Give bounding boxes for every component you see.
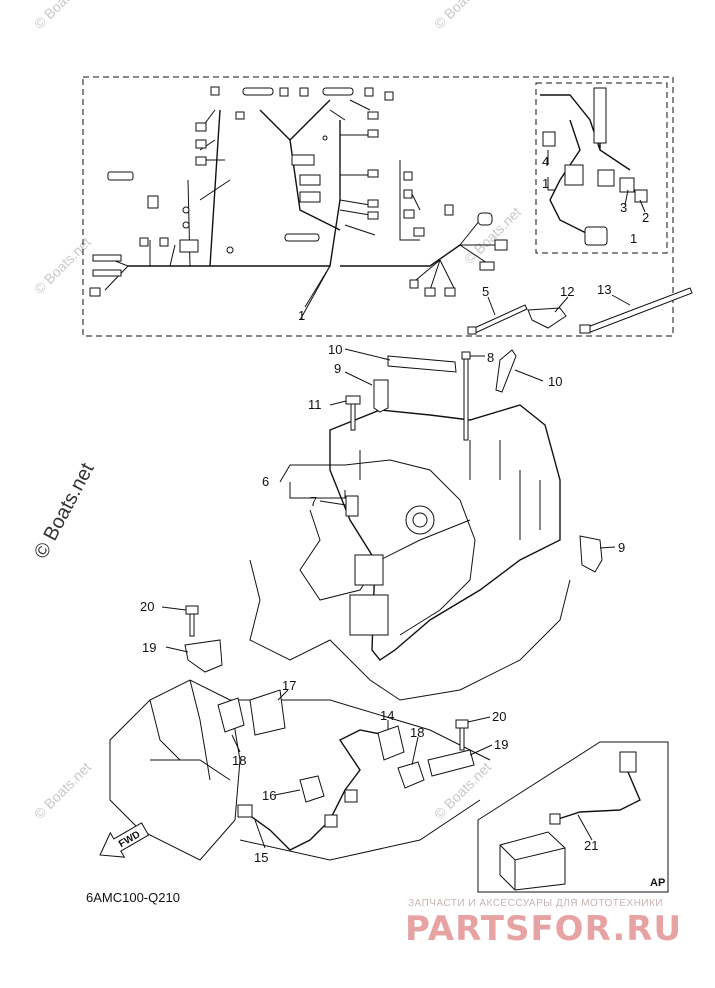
ap-inset-border (477, 741, 669, 893)
fwd-arrow: FWD (99, 822, 150, 858)
leader-lines (161, 150, 646, 849)
harness-connectors (89, 86, 508, 297)
callout-19-right: 19 (494, 737, 508, 752)
callouts: 1 4 1 3 2 1 5 12 13 10 8 9 10 11 6 7 9 2… (140, 154, 649, 865)
harness-box-border (82, 76, 674, 337)
ap-label: AP (650, 877, 665, 889)
holder-19-left (184, 639, 223, 673)
callout-20-left: 20 (140, 599, 154, 614)
callout-18-left: 18 (232, 753, 246, 768)
cover-10-right (495, 349, 517, 393)
spacer-7 (345, 495, 359, 517)
callout-12: 12 (560, 284, 574, 299)
watermark-top-right: © Boats.net (431, 0, 494, 32)
callout-4: 4 (542, 154, 549, 169)
rod-8 (463, 357, 469, 441)
store-tagline: ЗАПЧАСТИ И АКСЕССУАРЫ ДЛЯ МОТОТЕХНИКИ (408, 898, 663, 909)
callout-15: 15 (254, 850, 268, 865)
clamp-12 (527, 307, 567, 329)
battery-cable-21 (554, 771, 641, 821)
callout-20-right: 20 (492, 709, 506, 724)
bolt-11 (345, 395, 361, 431)
watermark-top-left: © Boats.net (31, 0, 94, 32)
grommet-18-right (397, 761, 425, 789)
callout-8: 8 (487, 350, 494, 365)
callout-21: 21 (584, 838, 598, 853)
callout-9-right: 9 (618, 540, 625, 555)
watermark-lower-left: © Boats.net (31, 759, 94, 822)
store-watermark: ЗАПЧАСТИ И АКСЕССУАРЫ ДЛЯ МОТОТЕХНИКИ PA… (405, 898, 682, 949)
fwd-label: FWD (117, 829, 142, 850)
grommet-18-left (217, 697, 245, 733)
bolt-20-left (185, 605, 199, 637)
callout-16: 16 (262, 788, 276, 803)
callout-10-right: 10 (548, 374, 562, 389)
inset-harness (540, 87, 648, 246)
cover-10-left (387, 355, 457, 373)
callout-10-left: 10 (328, 342, 342, 357)
cable-ties (467, 287, 693, 335)
lower-assembly (109, 605, 491, 861)
cable-tie-5 (469, 304, 528, 335)
callout-14: 14 (380, 708, 394, 723)
clip-9-right (579, 535, 603, 573)
callout-19-left: 19 (142, 640, 156, 655)
callout-1-inset-b: 1 (630, 231, 637, 246)
harness-box (82, 76, 693, 337)
harness-trunk (128, 99, 461, 267)
store-logo: PARTSFOR.RU (405, 909, 682, 949)
cover-17 (249, 689, 286, 736)
callout-2: 2 (642, 210, 649, 225)
holder-19-right (427, 749, 475, 777)
diagram-code: 6AMC100-Q210 (86, 890, 180, 905)
callout-1-inset-a: 1 (542, 176, 549, 191)
watermark-main: © Boats.net (30, 459, 99, 562)
callout-9-top: 9 (334, 361, 341, 376)
callout-13: 13 (597, 282, 611, 297)
cable-15 (244, 729, 386, 851)
bolt-20-right (455, 719, 469, 751)
clip-9-top (373, 379, 389, 413)
watermark-mid-right: © Boats.net (461, 204, 524, 267)
callout-11: 11 (308, 397, 322, 412)
callout-6: 6 (262, 474, 269, 489)
callout-5: 5 (482, 284, 489, 299)
watermark-mid-left: © Boats.net (31, 234, 94, 297)
bracket-assembly (249, 349, 603, 701)
callout-18-right: 18 (410, 725, 424, 740)
inset-box-border (535, 82, 668, 254)
grommet-16 (299, 775, 325, 803)
callout-7: 7 (310, 494, 317, 509)
callout-3: 3 (620, 200, 627, 215)
callout-1-main: 1 (298, 308, 305, 323)
connector-14 (377, 725, 405, 761)
ap-inset: AP (477, 741, 669, 893)
callout-17: 17 (282, 678, 296, 693)
